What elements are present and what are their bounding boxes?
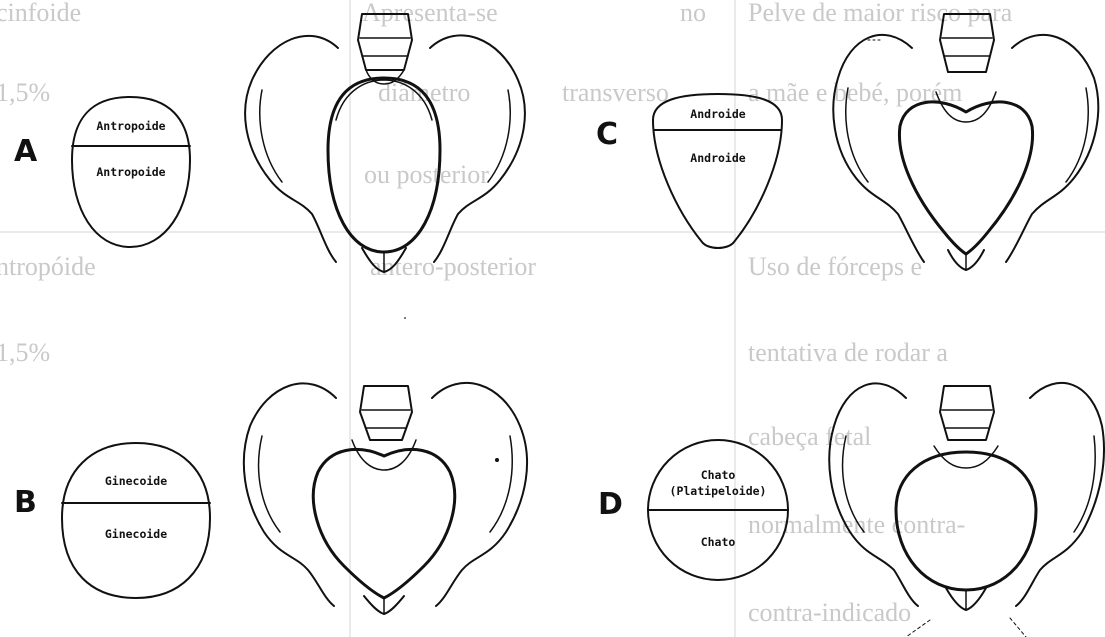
panel-d-pelvis-drawing xyxy=(829,383,1104,637)
panel-d-top-label-line1: Chato xyxy=(701,469,736,483)
panel-letter-b: B xyxy=(14,488,37,518)
panel-d-bottom-label: Chato xyxy=(701,536,736,550)
panel-d-inlet-shape xyxy=(648,440,788,580)
panel-letter-a: A xyxy=(14,137,37,167)
panel-b-bottom-label: Ginecoide xyxy=(105,528,167,542)
panel-b-inlet-shape xyxy=(62,443,210,598)
panel-letter-d: D xyxy=(598,490,623,520)
panel-a-pelvis-drawing xyxy=(245,14,525,272)
panel-d-top-label-line2: (Platipeloide) xyxy=(670,485,767,499)
panel-c-top-label: Androide xyxy=(690,108,745,122)
panel-a-top-label: Antropoide xyxy=(96,120,165,134)
panel-b-pelvis-drawing xyxy=(244,383,527,614)
panel-b-top-label: Ginecoide xyxy=(105,475,167,489)
panel-a-bottom-label: Antropoide xyxy=(96,166,165,180)
panel-c-bottom-label: Androide xyxy=(690,152,745,166)
panel-letter-c: C xyxy=(596,120,618,150)
